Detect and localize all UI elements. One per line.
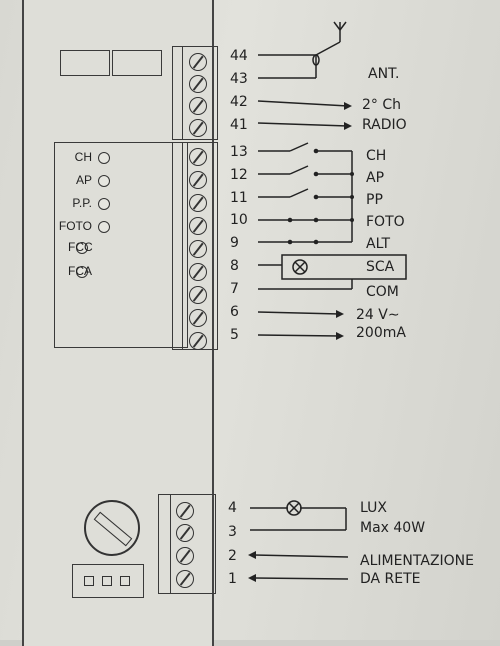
led-fcc (76, 242, 88, 254)
pin-number-42: 42 (230, 94, 248, 110)
pin-number-43: 43 (230, 71, 248, 87)
label-ant: ANT. (368, 66, 400, 82)
wire-42 (257, 100, 349, 107)
terminal-block-main-inner (182, 142, 218, 350)
terminal-block-power-inner (170, 494, 216, 594)
connector-block (72, 564, 144, 598)
pin-number-12: 12 (230, 167, 248, 183)
label-alimentazione: ALIMENTAZIONE (360, 553, 475, 569)
led-foto (98, 221, 110, 233)
screw-terminal-5 (189, 332, 207, 350)
screw-terminal-9 (189, 240, 207, 258)
led-label-foto: FOTO (58, 219, 92, 233)
relay-box-right (112, 50, 162, 76)
screw-terminal-8 (189, 263, 207, 281)
pin-number-8: 8 (230, 258, 239, 274)
pin-number-4: 4 (228, 500, 237, 516)
pin-number-13: 13 (230, 144, 248, 160)
pin-number-41: 41 (230, 117, 248, 133)
label-da-rete: DA RETE (360, 571, 421, 587)
pin-number-1: 1 (228, 571, 237, 587)
label-24v: 24 V∼ (356, 307, 400, 323)
pin-number-5: 5 (230, 327, 239, 343)
pin-number-3: 3 (228, 524, 237, 540)
led-label-ch: CH (74, 150, 92, 164)
pin-number-44: 44 (230, 48, 248, 64)
screw-terminal-3 (176, 524, 194, 542)
wire-41 (257, 122, 349, 127)
screw-terminal-6 (189, 309, 207, 327)
label-foto: FOTO (366, 214, 405, 230)
led-pp (98, 198, 110, 210)
label-lux: LUX (360, 500, 387, 516)
connector-pin-2 (102, 576, 112, 586)
label-pp: PP (366, 192, 383, 208)
screw-terminal-41 (189, 119, 207, 137)
terminal-block-radio (172, 46, 218, 140)
trimmer-knob-icon (84, 500, 140, 556)
label-max40w: Max 40W (360, 520, 426, 536)
pin-number-6: 6 (230, 304, 239, 320)
relay-box-left (60, 50, 110, 76)
led-label-ap: AP (75, 173, 92, 187)
pin-number-11: 11 (230, 190, 248, 206)
connector-pin-3 (120, 576, 130, 586)
label-2ch: 2° Ch (362, 97, 402, 113)
led-ap (98, 175, 110, 187)
connector-pin-1 (84, 576, 94, 586)
pin-number-10: 10 (230, 212, 248, 228)
screw-terminal-13 (189, 148, 207, 166)
screw-terminal-11 (189, 194, 207, 212)
label-com: COM (366, 284, 399, 300)
label-ap: AP (366, 170, 385, 186)
label-ch: CH (366, 148, 387, 164)
control-module (54, 142, 188, 348)
label-alt: ALT (366, 236, 391, 252)
screw-terminal-2 (176, 547, 194, 565)
led-ch (98, 152, 110, 164)
screw-terminal-10 (189, 217, 207, 235)
label-200ma: 200mA (356, 325, 406, 341)
terminal-block-power (158, 494, 216, 594)
screw-terminal-1 (176, 570, 194, 588)
label-sca: SCA (366, 259, 395, 275)
led-fca (76, 266, 88, 278)
label-radio: RADIO (362, 117, 407, 133)
pin-number-7: 7 (230, 281, 239, 297)
screw-terminal-7 (189, 286, 207, 304)
screw-terminal-42 (189, 97, 207, 115)
led-label-fca: FCA (68, 264, 92, 278)
pin-number-9: 9 (230, 235, 239, 251)
screw-terminal-44 (189, 53, 207, 71)
pin-number-2: 2 (228, 548, 237, 564)
screw-terminal-12 (189, 171, 207, 189)
led-label-fcc: FCC (68, 240, 93, 254)
led-label-pp: P.P. (72, 196, 92, 210)
terminal-block-radio-inner (182, 46, 218, 140)
screw-terminal-43 (189, 75, 207, 93)
screw-terminal-4 (176, 502, 194, 520)
